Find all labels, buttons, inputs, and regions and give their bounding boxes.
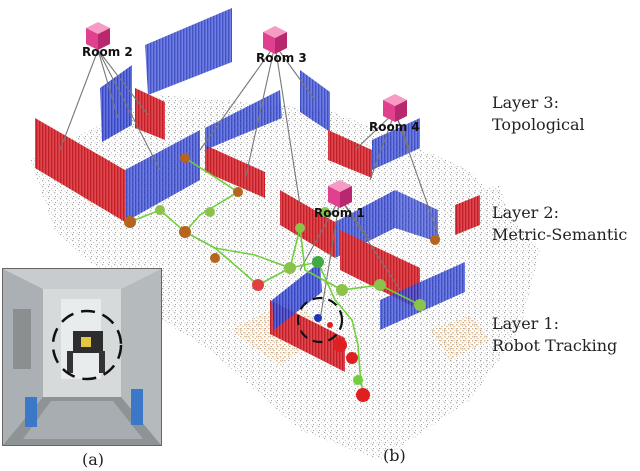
- layer-2-label: Layer 2: Metric-Semantic: [492, 202, 627, 246]
- layer-2-name: Metric-Semantic: [492, 225, 628, 244]
- caption-a: (a): [82, 450, 105, 469]
- caption-b: (b): [383, 446, 406, 465]
- room-node-4: [383, 94, 407, 122]
- room-nodes: [86, 22, 407, 208]
- layer-1-number: Layer 1:: [492, 314, 559, 333]
- robot-highlight-circle: [296, 296, 344, 344]
- object-nodes: [124, 153, 440, 311]
- layer-1-name: Robot Tracking: [492, 336, 618, 355]
- layer-3-name: Topological: [492, 115, 585, 134]
- layer-3-number: Layer 3:: [492, 93, 559, 112]
- layer-2-number: Layer 2:: [492, 203, 559, 222]
- room-label-2: Room 2: [82, 45, 133, 59]
- robot-photo-inset: [2, 268, 162, 446]
- room-label-4: Room 4: [369, 120, 420, 134]
- room-node-1: [328, 180, 352, 208]
- robot-nodes: [314, 314, 370, 402]
- room-label-3: Room 3: [256, 51, 307, 65]
- room-node-3: [263, 26, 287, 54]
- room-node-2: [86, 22, 110, 50]
- layer-1-label: Layer 1: Robot Tracking: [492, 313, 617, 357]
- room-label-1: Room 1: [314, 206, 365, 220]
- layer-3-label: Layer 3: Topological: [492, 92, 585, 136]
